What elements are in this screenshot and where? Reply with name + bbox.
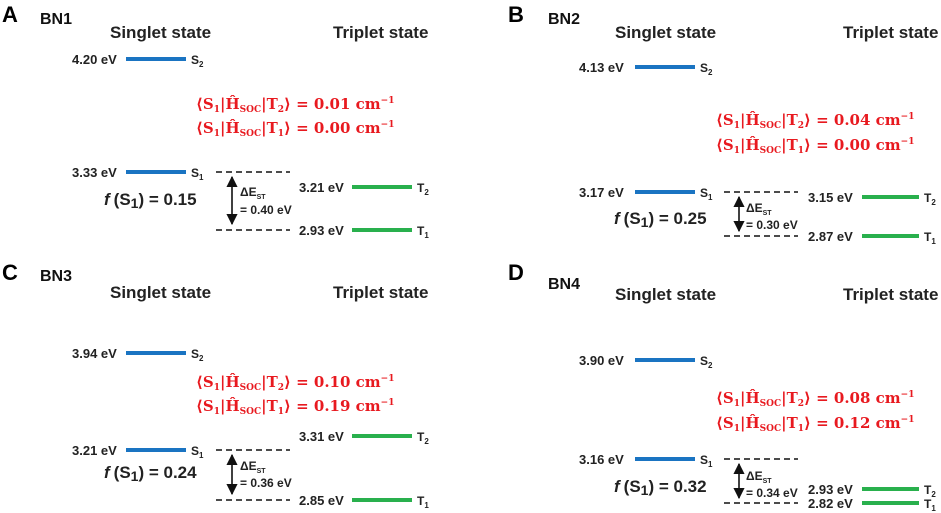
oscillator-strength: f(S1) = 0.32 (614, 477, 707, 498)
s2-label: S2 (700, 354, 713, 370)
triplet-header: Triplet state (333, 23, 428, 42)
panel-b: B BN2 Singlet state Triplet state 4.13 e… (508, 2, 938, 246)
soc-t1-coupling: ⟨S1|ĤSOC|T1⟩ = 0.12 cm−1 (716, 414, 914, 434)
s2-label: S2 (700, 61, 713, 77)
panel-letter: A (2, 2, 18, 27)
t1-label: T1 (924, 497, 936, 513)
t2-energy: 2.93 eV (808, 482, 853, 497)
oscillator-strength: f(S1) = 0.24 (104, 463, 197, 484)
gap-value: = 0.34 eV (746, 486, 798, 500)
t2-label: T2 (924, 191, 936, 207)
molecule-name: BN2 (548, 11, 580, 28)
singlet-header: Singlet state (615, 285, 716, 304)
molecule-name: BN4 (548, 276, 580, 293)
t2-label: T2 (924, 483, 936, 499)
panel-c: C BN3 Singlet state Triplet state 3.94 e… (2, 260, 429, 510)
s2-label: S2 (191, 53, 204, 69)
singlet-header: Singlet state (110, 283, 211, 302)
gap-symbol: ΔEST (746, 201, 772, 217)
panel-letter: B (508, 2, 524, 27)
soc-t2-coupling: ⟨S1|ĤSOC|T2⟩ = 0.01 cm−1 (196, 95, 394, 115)
s2-energy: 3.90 eV (579, 353, 624, 368)
t1-energy: 2.87 eV (808, 229, 853, 244)
gap-symbol: ΔEST (240, 459, 266, 475)
gap-value: = 0.30 eV (746, 218, 798, 232)
t1-energy: 2.85 eV (299, 493, 344, 508)
t1-label: T1 (417, 494, 429, 510)
gap-symbol: ΔEST (240, 185, 266, 201)
s1-energy: 3.16 eV (579, 452, 624, 467)
s1-energy: 3.33 eV (72, 165, 117, 180)
triplet-header: Triplet state (333, 283, 428, 302)
s1-energy: 3.21 eV (72, 443, 117, 458)
gap-symbol: ΔEST (746, 469, 772, 485)
oscillator-strength: f(S1) = 0.25 (614, 209, 707, 230)
s2-energy: 4.13 eV (579, 60, 624, 75)
panel-letter: C (2, 260, 18, 285)
s2-label: S2 (191, 347, 204, 363)
panel-letter: D (508, 260, 524, 285)
soc-t1-coupling: ⟨S1|ĤSOC|T1⟩ = 0.00 cm−1 (716, 136, 914, 156)
t2-energy: 3.15 eV (808, 190, 853, 205)
s1-label: S1 (700, 186, 713, 202)
s2-energy: 3.94 eV (72, 346, 117, 361)
soc-t2-coupling: ⟨S1|ĤSOC|T2⟩ = 0.10 cm−1 (196, 373, 394, 393)
s2-energy: 4.20 eV (72, 52, 117, 67)
s1-energy: 3.17 eV (579, 185, 624, 200)
soc-t1-coupling: ⟨S1|ĤSOC|T1⟩ = 0.00 cm−1 (196, 119, 394, 139)
molecule-name: BN3 (40, 268, 72, 285)
panel-a: A BN1 Singlet state Triplet state 4.20 e… (2, 2, 429, 240)
s1-label: S1 (191, 166, 204, 182)
triplet-header: Triplet state (843, 23, 938, 42)
gap-value: = 0.40 eV (240, 203, 292, 217)
t1-label: T1 (417, 224, 429, 240)
t2-label: T2 (417, 181, 429, 197)
s1-label: S1 (700, 453, 713, 469)
t1-label: T1 (924, 230, 936, 246)
soc-t1-coupling: ⟨S1|ĤSOC|T1⟩ = 0.19 cm−1 (196, 397, 394, 417)
gap-value: = 0.36 eV (240, 476, 292, 490)
triplet-header: Triplet state (843, 285, 938, 304)
s1-label: S1 (191, 444, 204, 460)
singlet-header: Singlet state (615, 23, 716, 42)
t2-label: T2 (417, 430, 429, 446)
t1-energy: 2.93 eV (299, 223, 344, 238)
soc-t2-coupling: ⟨S1|ĤSOC|T2⟩ = 0.08 cm−1 (716, 389, 914, 409)
t2-energy: 3.21 eV (299, 180, 344, 195)
t2-energy: 3.31 eV (299, 429, 344, 444)
t1-energy: 2.82 eV (808, 496, 853, 511)
panel-d: D BN4 Singlet state Triplet state 3.90 e… (508, 260, 938, 513)
soc-t2-coupling: ⟨S1|ĤSOC|T2⟩ = 0.04 cm−1 (716, 111, 914, 131)
molecule-name: BN1 (40, 11, 72, 28)
singlet-header: Singlet state (110, 23, 211, 42)
oscillator-strength: f(S1) = 0.15 (104, 190, 197, 211)
